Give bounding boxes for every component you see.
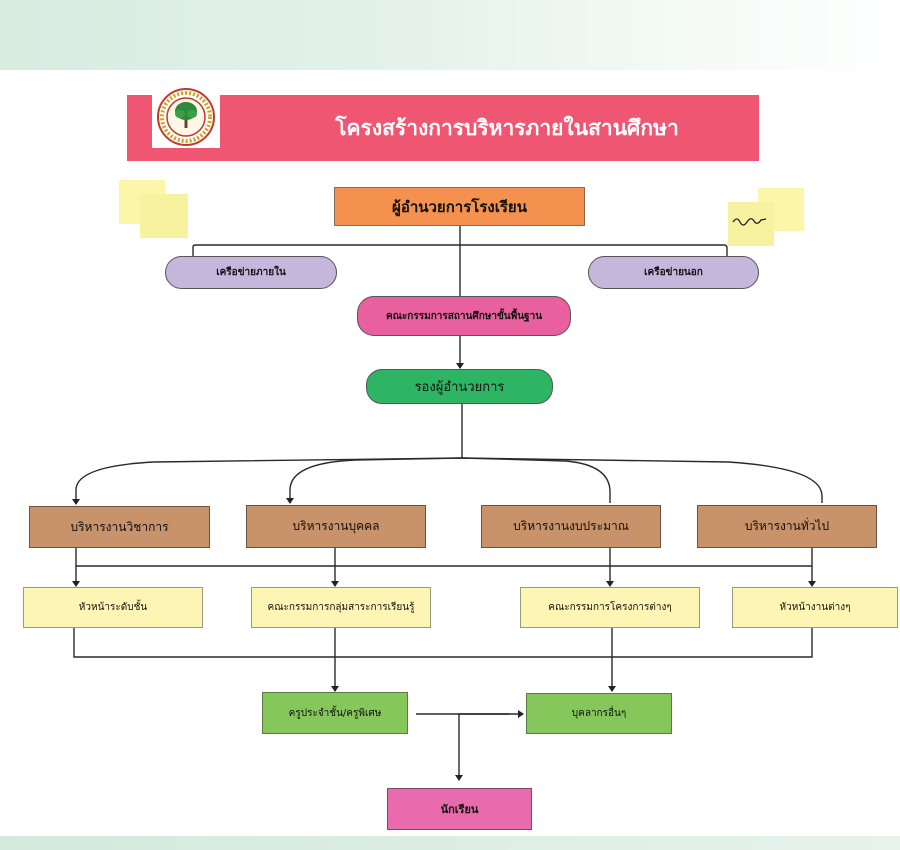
page-footer-gradient (0, 836, 900, 850)
sub-work-heads-box: หัวหน้างานต่างๆ (732, 587, 898, 628)
page-title: โครงสร้างการบริหารภายในสานศึกษา (335, 115, 679, 140)
sub-level-heads-box: หัวหน้าระดับชั้น (23, 587, 203, 628)
line-dept-bar (75, 548, 813, 567)
deputy-director-box: รองผู้อำนวยการ (366, 369, 553, 404)
title-banner: โครงสร้างการบริหารภายในสานศึกษา (127, 95, 759, 161)
teachers-box: ครูประจำชั้น/ครูพิเศษ (262, 692, 408, 734)
line-sub-bar (73, 628, 813, 658)
committee-box: คณะกรรมการสถานศึกษาขั้นพื้นฐาน (357, 296, 571, 336)
dept-academic-box: บริหารงานวิชาการ (29, 506, 210, 548)
director-box: ผู้อำนวยการโรงเรียน (334, 187, 585, 226)
sticky-note-left-back (140, 194, 188, 238)
line-to-dept-3 (461, 457, 611, 503)
sub-project-committee-box: คณะกรรมการโครงการต่างๆ (520, 587, 700, 628)
page-header-gradient (0, 0, 900, 70)
line-to-dept-1 (72, 457, 463, 505)
scribble-icon (732, 218, 767, 226)
dept-budget-box: บริหารงานงบประมาณ (481, 505, 661, 548)
line-to-dept-2 (286, 457, 463, 504)
sub-learning-committee-box: คณะกรรมการกลุ่มสาระการเรียนรู้ (251, 587, 431, 628)
other-staff-box: บุคลากรอื่นๆ (526, 693, 672, 734)
dept-personnel-box: บริหารงานบุคคล (246, 505, 426, 548)
line-network-bar (192, 244, 728, 256)
external-network-box: เครือข่ายนอก (588, 256, 759, 289)
sticky-note-right-front (728, 202, 774, 246)
line-to-dept-4 (461, 457, 823, 503)
internal-network-box: เครือข่ายภายใน (165, 256, 337, 289)
school-emblem-icon (152, 86, 220, 148)
dept-general-box: บริหารงานทั่วไป (697, 505, 877, 548)
students-box: นักเรียน (387, 788, 532, 830)
